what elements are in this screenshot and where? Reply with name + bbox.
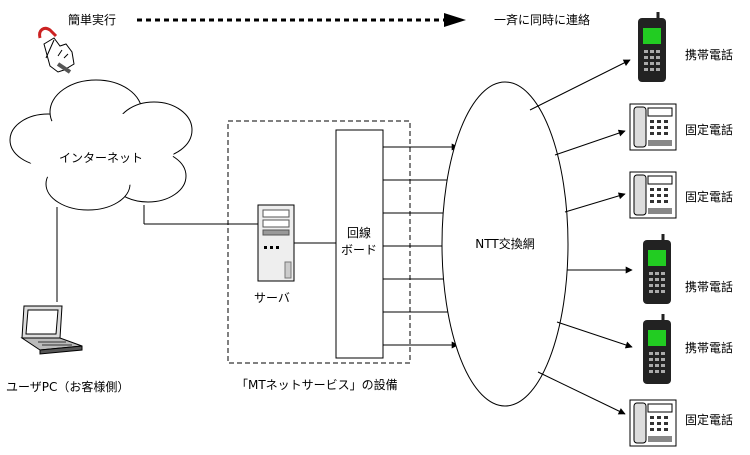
phone-label-6: 固定電話 bbox=[685, 412, 733, 427]
landline-phone-icon bbox=[629, 103, 677, 151]
line-board-label-line1: 回線 bbox=[347, 225, 371, 240]
landline-phone-icon bbox=[629, 399, 677, 447]
phone-label-1: 携帯電話 bbox=[685, 47, 733, 62]
line-board bbox=[335, 129, 384, 359]
phone-label-5: 携帯電話 bbox=[685, 340, 733, 355]
simple-exec-label: 簡単実行 bbox=[68, 12, 116, 27]
user-pc-label: ユーザPC（お客様側） bbox=[6, 379, 129, 394]
phone-line-3 bbox=[564, 192, 626, 213]
mobile-phone-icon bbox=[643, 234, 671, 304]
phone-label-4: 携帯電話 bbox=[685, 279, 733, 294]
ntt-network-ellipse bbox=[441, 81, 569, 407]
server-icon bbox=[257, 204, 295, 282]
internet-cloud bbox=[9, 79, 193, 211]
landline-phone-icon bbox=[629, 171, 677, 219]
line-board-label-line2: ボード bbox=[341, 243, 377, 257]
phone-line-5 bbox=[556, 321, 633, 349]
phone-label-2: 固定電話 bbox=[685, 122, 733, 137]
dotted-flow-arrowhead bbox=[444, 13, 466, 27]
mobile-phone-icon bbox=[643, 314, 671, 384]
hand-click-icon bbox=[38, 26, 75, 74]
phone-line-6 bbox=[537, 371, 626, 415]
phone-label-3: 固定電話 bbox=[685, 189, 733, 204]
simultaneous-contact-label: 一斉に同時に連絡 bbox=[494, 12, 590, 27]
laptop-icon bbox=[20, 305, 83, 355]
phone-line-1 bbox=[529, 59, 631, 111]
ntt-to-phone-lines bbox=[529, 59, 633, 415]
service-facility-box bbox=[227, 120, 411, 364]
mobile-phone-icon bbox=[638, 12, 666, 82]
server-label: サーバ bbox=[254, 291, 290, 305]
service-facility-label: 「MTネットサービス」の設備 bbox=[236, 377, 398, 392]
ntt-network-label: NTT交換網 bbox=[475, 236, 534, 251]
phone-line-2 bbox=[554, 129, 626, 156]
internet-label: インターネット bbox=[59, 151, 143, 165]
